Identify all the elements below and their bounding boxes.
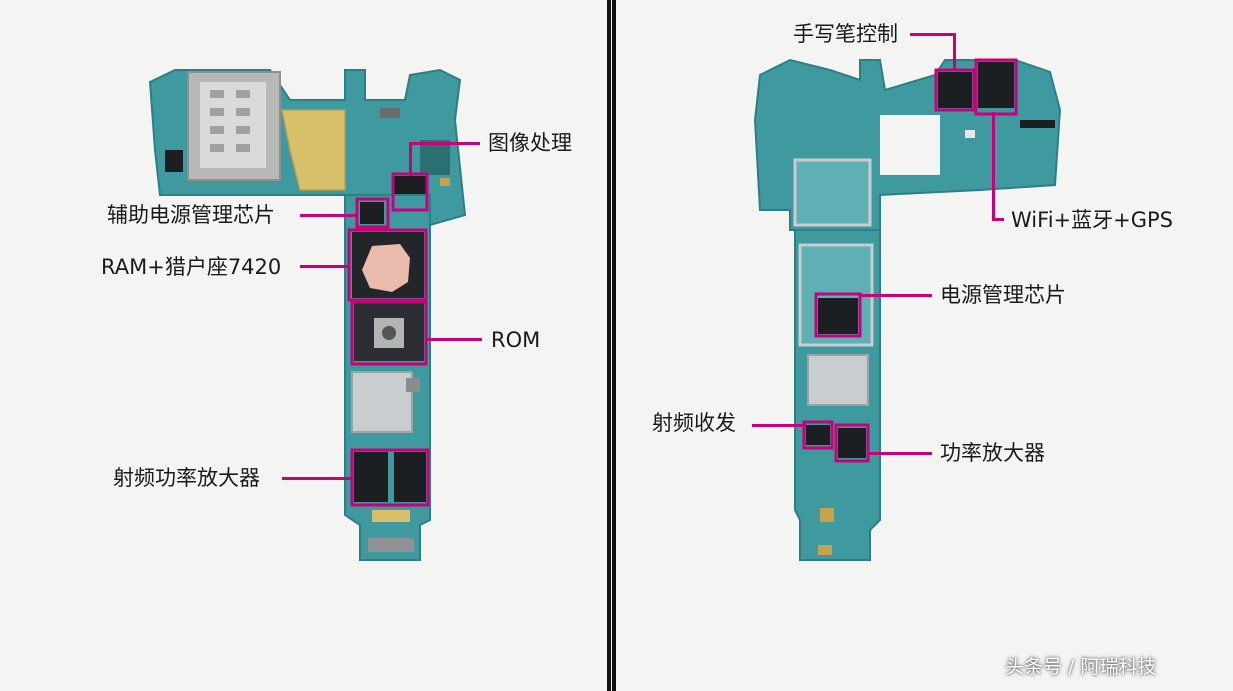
label-pmic: 电源管理芯片: [940, 283, 1066, 307]
leader-wifi-h: [992, 218, 1004, 221]
leader-rom: [426, 338, 482, 341]
leader-pen-control-v: [953, 33, 956, 71]
label-ram-soc: RAM+猎户座7420: [101, 255, 282, 279]
wifi-bt-gps-box: [974, 58, 1018, 116]
left-motherboard-image: [148, 68, 467, 561]
leader-pen-control: [910, 33, 956, 36]
label-rf-transceiver: 射频收发: [652, 411, 736, 435]
leader-aux-pmic: [300, 214, 358, 217]
rom-box: [350, 300, 428, 366]
leader-image-processing: [428, 142, 480, 145]
pen-control-box: [934, 68, 976, 112]
label-image-processing: 图像处理: [488, 131, 572, 155]
leader-pmic: [860, 294, 932, 297]
pmic-box: [814, 292, 862, 338]
label-pen-control: 手写笔控制: [793, 22, 898, 46]
rf-transceiver-box: [802, 420, 834, 450]
power-amp-box: [834, 423, 870, 463]
leader-power-amp: [868, 452, 932, 455]
label-aux-pmic: 辅助电源管理芯片: [107, 203, 275, 227]
label-rom: ROM: [491, 328, 541, 352]
aux-pmic-box: [355, 197, 390, 229]
watermark: 头条号 / 阿瑞科技: [1005, 656, 1157, 678]
leader-ram-soc: [300, 265, 350, 268]
leader-rf-transceiver: [752, 424, 806, 427]
right-divider: [612, 0, 616, 691]
leader-rf-pa: [282, 477, 352, 480]
left-divider: [607, 0, 611, 691]
label-power-amp: 功率放大器: [940, 441, 1045, 465]
leader-image-processing-v: [409, 142, 412, 176]
rf-pa-box: [350, 448, 430, 507]
label-rf-pa: 射频功率放大器: [113, 466, 260, 490]
label-wifi-bt-gps: WiFi+蓝牙+GPS: [1011, 208, 1173, 232]
leader-image-processing-h2: [409, 142, 431, 145]
leader-wifi-v: [992, 112, 995, 220]
